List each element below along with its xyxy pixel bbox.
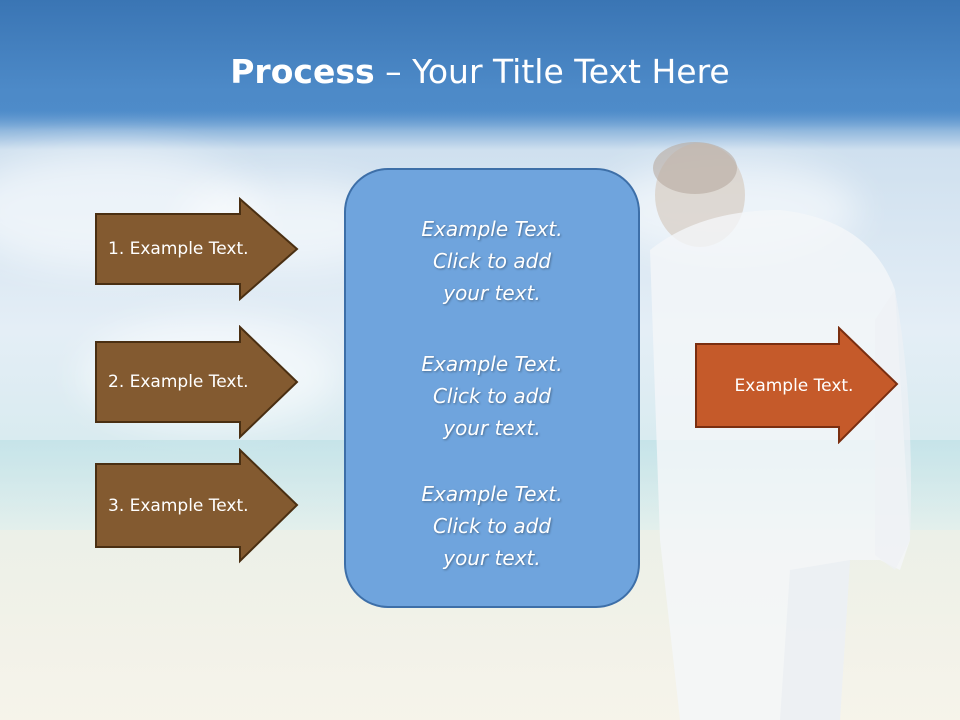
center-line: Example Text. xyxy=(421,482,563,506)
center-line: Click to add xyxy=(432,384,552,408)
step-arrow-label: 2. Example Text. xyxy=(108,372,249,392)
title-bold: Process xyxy=(230,52,375,91)
center-line: Click to add xyxy=(432,249,552,273)
step-arrow-3[interactable]: 3. Example Text. xyxy=(94,448,300,564)
center-line: your text. xyxy=(443,416,541,440)
center-line: Example Text. xyxy=(421,217,563,241)
center-line: Click to add xyxy=(432,514,552,538)
center-text-box[interactable] xyxy=(344,168,640,608)
slide-title[interactable]: Process – Your Title Text Here xyxy=(0,52,960,91)
step-arrow-2[interactable]: 2. Example Text. xyxy=(94,325,300,439)
result-arrow-label: Example Text. xyxy=(734,375,854,396)
center-text-block-1[interactable]: Example Text. Click to add your text. xyxy=(344,213,640,309)
step-arrow-1[interactable]: 1. Example Text. xyxy=(94,197,300,301)
step-arrow-label: 3. Example Text. xyxy=(108,495,249,516)
center-line: your text. xyxy=(443,546,541,570)
title-rest: – Your Title Text Here xyxy=(374,52,730,91)
center-text-block-3[interactable]: Example Text. Click to add your text. xyxy=(344,478,640,574)
center-line: your text. xyxy=(443,281,541,305)
result-arrow[interactable]: Example Text. xyxy=(694,326,900,444)
center-text-block-2[interactable]: Example Text. Click to add your text. xyxy=(344,348,640,444)
step-arrow-label: 1. Example Text. xyxy=(108,239,249,259)
center-line: Example Text. xyxy=(421,352,563,376)
title-bar xyxy=(0,0,960,130)
